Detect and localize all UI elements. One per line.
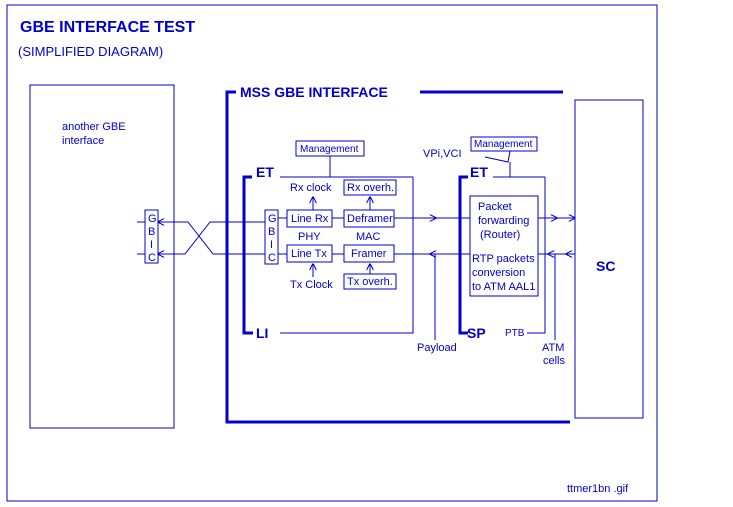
gbic-inner-g: G [268,213,277,225]
et-right-label: ET [470,164,488,180]
mss-frame-top-left [225,90,570,424]
payload-label: Payload [417,342,457,354]
tx-overh-label: Tx overh. [347,276,393,288]
cable-lower [158,221,265,254]
sc-box [574,99,644,419]
management-right-box [470,136,538,152]
page-subtitle: (SIMPLIFIED DIAGRAM) [18,44,163,59]
atm-label-1: ATM [542,342,564,354]
li-label: LI [256,325,268,341]
gbic-left-c: C [148,252,156,264]
et-left-frame-side [280,177,414,334]
line-tx-label: Line Tx [291,248,327,260]
rx-overh-label: Rx overh. [347,182,394,194]
rx-overh-box [343,179,397,196]
rtp-label-2: conversion [472,267,525,279]
gbic-inner-c: C [268,252,276,264]
tx-clock-label: Tx Clock [290,279,333,291]
et-left-frame-top [242,175,253,335]
atm-label-2: cells [543,355,566,367]
another-gbe-label-1: another GBE [62,121,126,133]
rx-clock-label: Rx clock [290,182,332,194]
sc-label: SC [596,258,615,274]
outer-frame [6,4,658,502]
line-rx-label: Line Rx [291,213,329,225]
gbic-inner-i: I [270,239,273,251]
gbic-left-b: B [148,226,155,238]
et-right-frame-left [458,175,468,335]
sp-label: SP [467,325,486,341]
rtp-label-1: RTP packets [472,253,535,265]
phy-label: PHY [298,231,321,243]
et-left-label: ET [256,164,274,180]
router-label-3: (Router) [480,229,520,241]
mac-label: MAC [356,231,381,243]
vpi-vci-label: VPi,VCI [423,148,462,160]
router-label-1: Packet [478,201,512,213]
another-gbe-box [29,84,175,429]
ptb-label: PTB [505,328,525,339]
router-label-2: forwarding [478,215,529,227]
vpi-vci-connector [484,150,511,163]
cable-upper [158,222,265,255]
et-right-frame-right [527,177,546,334]
management-right-label: Management [474,139,533,150]
rtp-label-3: to ATM AAL1 [472,281,535,293]
router-box [469,195,539,297]
gbic-left [144,209,159,264]
deframer-label: Deframer [347,213,393,225]
another-gbe-label-2: interface [62,135,104,147]
gbic-left-g: G [148,213,157,225]
gbic-inner-b: B [268,226,275,238]
tx-overh-box [343,273,397,290]
mss-label: MSS GBE INTERFACE [240,84,388,100]
gbic-left-i: I [150,239,153,251]
management-left-label: Management [300,144,359,155]
page-title: GBE INTERFACE TEST [20,19,195,36]
gbic-inner [264,209,279,265]
framer-label: Framer [351,248,387,260]
file-name: ttmer1bn .gif [567,483,629,495]
